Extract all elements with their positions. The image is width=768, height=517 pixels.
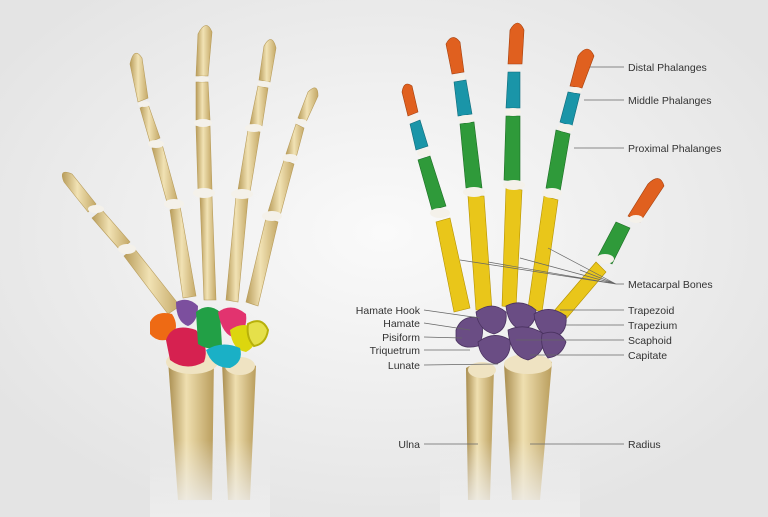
label-lunate: Lunate	[388, 360, 420, 372]
right-hand-labeled-view	[401, 22, 665, 517]
carpal-scaphoid-crimson	[166, 327, 206, 367]
carpal-capitate-green	[196, 307, 222, 349]
left-carpal-bones	[150, 299, 270, 368]
left-hand-carpal-view	[61, 25, 319, 517]
leader-lines	[423, 66, 624, 445]
right-proximal-phalanges	[417, 115, 631, 265]
label-pisiform: Pisiform	[382, 332, 420, 344]
label-proximal-phalanges: Proximal Phalanges	[628, 143, 721, 155]
label-triquetrum: Triquetrum	[370, 345, 421, 357]
label-middle-phalanges: Middle Phalanges	[628, 95, 711, 107]
label-distal-phalanges: Distal Phalanges	[628, 62, 707, 74]
labels: Distal Phalanges Middle Phalanges Proxim…	[356, 62, 722, 451]
right-middle-phalanges	[409, 71, 581, 151]
label-metacarpal-bones: Metacarpal Bones	[628, 279, 713, 291]
label-scaphoid: Scaphoid	[628, 335, 672, 347]
right-carpal-bones	[455, 302, 567, 365]
carpal-trapezoid-violet	[176, 299, 198, 326]
label-radius: Radius	[628, 439, 661, 451]
label-trapezoid: Trapezoid	[628, 305, 674, 317]
label-ulna: Ulna	[398, 439, 420, 451]
right-joint-caps	[408, 65, 643, 264]
label-hamate: Hamate	[383, 318, 420, 330]
carpal-pisiform-yellow	[246, 320, 270, 348]
label-hamate-hook: Hamate Hook	[356, 305, 421, 317]
left-joint-caps	[88, 76, 307, 254]
label-capitate: Capitate	[628, 350, 667, 362]
label-trapezium: Trapezium	[628, 320, 677, 332]
carpal-lunate-teal	[206, 344, 241, 368]
right-distal-phalanges	[401, 22, 665, 223]
